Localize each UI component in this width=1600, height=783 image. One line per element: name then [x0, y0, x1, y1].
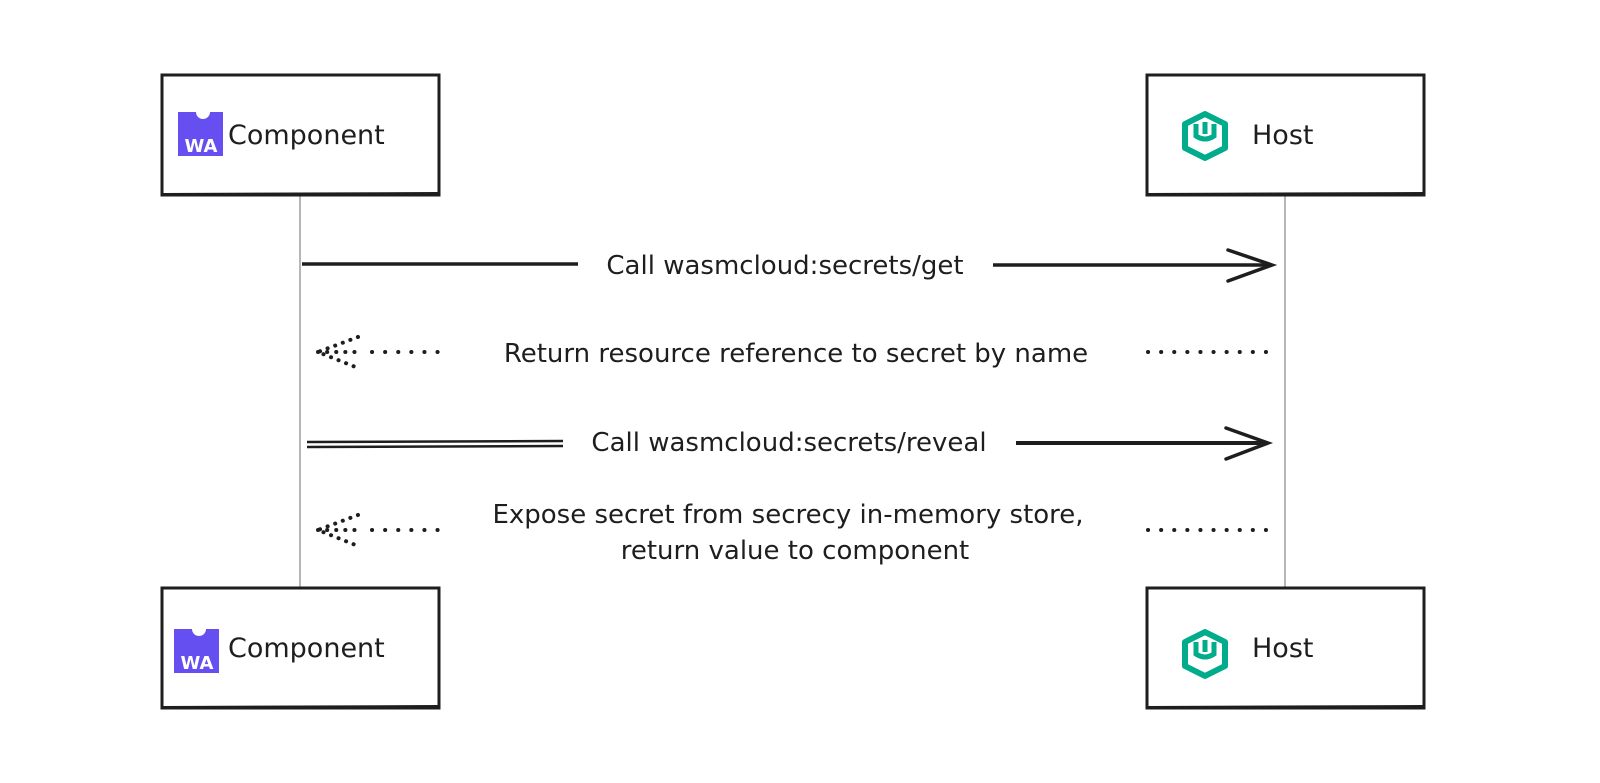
webassembly-logo-icon: WA	[178, 112, 223, 157]
participant-host-bottom: Host	[1145, 586, 1426, 710]
participant-host-top: Host	[1145, 73, 1426, 197]
wasmcloud-logo-icon	[1182, 111, 1228, 161]
wasmcloud-logo-icon	[1182, 629, 1228, 679]
message-return-resource-reference: Return resource reference to secret by n…	[312, 335, 1278, 370]
webassembly-logo-icon: WA	[174, 629, 219, 674]
message-label-reveal: Call wasmcloud:secrets/reveal	[591, 428, 986, 458]
message-call-secrets-get: Call wasmcloud:secrets/get	[302, 248, 1278, 283]
message-label-return: Return resource reference to secret by n…	[504, 339, 1088, 369]
participant-component-bottom: WA Component	[160, 586, 441, 710]
host-label: Host	[1252, 633, 1313, 664]
participant-component-top: WA Component	[160, 73, 441, 197]
message-label-expose-line-2: return value to component	[621, 536, 970, 566]
message-expose-secret: Expose secret from secrecy in-memory sto…	[312, 500, 1278, 566]
webassembly-logo-text: WA	[181, 653, 214, 674]
host-label: Host	[1252, 120, 1313, 151]
webassembly-logo-text: WA	[185, 136, 218, 157]
component-label: Component	[228, 633, 385, 664]
message-label-expose-line-1: Expose secret from secrecy in-memory sto…	[492, 500, 1083, 530]
message-call-secrets-reveal: Call wasmcloud:secrets/reveal	[306, 426, 1274, 461]
component-label: Component	[228, 120, 385, 151]
message-label-get: Call wasmcloud:secrets/get	[606, 251, 963, 281]
